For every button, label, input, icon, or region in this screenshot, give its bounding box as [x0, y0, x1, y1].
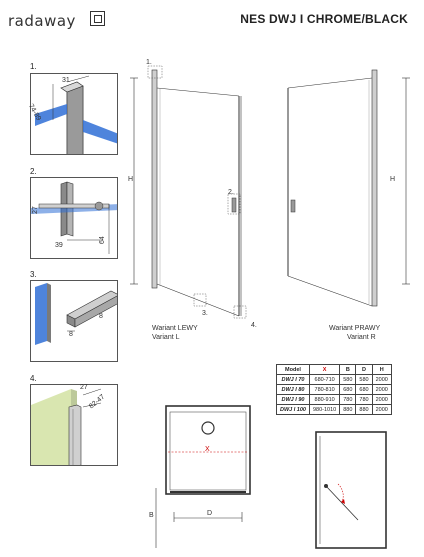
table-cell: 680 — [355, 384, 373, 395]
door-right-caption-pl: Wariant PRAWY — [329, 325, 381, 332]
detail-1-dim-width: 31 — [62, 77, 70, 84]
size-table-header: Model X B D H — [276, 364, 392, 375]
detail-number-3: 3. — [30, 270, 37, 279]
door-left-elevation — [130, 65, 247, 319]
table-cell: 580 — [355, 374, 373, 385]
door-left-callout-4: 4. — [251, 322, 257, 329]
table-cell: 2000 — [371, 374, 392, 385]
detail-4-panel — [30, 384, 118, 466]
size-table-header-h: H — [371, 364, 392, 375]
table-cell: 2000 — [371, 384, 392, 395]
detail-2-dim-depth: 39 — [55, 242, 63, 249]
detail-3-dim-width: 8 — [69, 331, 73, 338]
table-row: DWJ I 90 880-910 780 780 2000 — [276, 394, 392, 405]
plan-view-left — [155, 405, 251, 548]
plan-d-label: D — [207, 510, 213, 517]
detail-number-2: 2. — [30, 167, 37, 176]
plan-view-right — [315, 431, 387, 549]
detail-2-panel — [30, 177, 118, 259]
door-left-callout-1: 1. — [146, 59, 152, 66]
detail-4-dim-depth: 27 — [80, 384, 88, 391]
detail-3-dim-height: 8 — [99, 313, 103, 320]
detail-3-drawing — [35, 283, 117, 345]
detail-number-4: 4. — [30, 374, 37, 383]
door-right-elevation — [287, 69, 410, 307]
table-row: DWJ I 80 780-810 680 680 2000 — [276, 384, 392, 395]
size-table: Model X B D H DWJ I 70 680-710 580 580 2… — [276, 364, 392, 415]
product-title: NES DWJ I CHROME/BLACK — [240, 12, 408, 26]
size-table-header-d: D — [355, 364, 373, 375]
table-cell: DWJ I 90 — [276, 394, 310, 405]
size-table-header-b: B — [339, 364, 357, 375]
table-cell: 680 — [339, 384, 357, 395]
detail-3-panel — [30, 280, 118, 362]
detail-4-drawing — [31, 388, 102, 465]
size-table-header-model: Model — [276, 364, 310, 375]
detail-2-dim-length: 64 — [99, 236, 106, 244]
door-left-caption-pl: Wariant LEWY — [152, 325, 198, 332]
table-cell: DWJ I 70 — [276, 374, 310, 385]
detail-2-dim-height: 27 — [32, 206, 39, 214]
detail-1-panel — [30, 73, 118, 155]
detail-1-drawing — [35, 75, 117, 154]
table-cell: DWJ I 80 — [276, 384, 310, 395]
door-left-callout-2: 2. — [228, 189, 234, 196]
table-row: DWJ I 100 980-1010 880 880 2000 — [276, 404, 392, 415]
brand-logo-mark — [90, 11, 105, 26]
size-table-header-x: X — [308, 364, 341, 375]
table-cell: 680-710 — [308, 374, 341, 385]
plan-x-label: X — [205, 446, 210, 453]
plan-b-label: B — [149, 512, 154, 519]
door-left-height-label: H — [128, 176, 134, 183]
table-row: DWJ I 70 680-710 580 580 2000 — [276, 374, 392, 385]
detail-2-drawing — [31, 181, 117, 254]
table-cell: 780 — [355, 394, 373, 405]
table-cell: 780-810 — [308, 384, 341, 395]
table-cell: 2000 — [371, 394, 392, 405]
door-left-callout-3: 3. — [202, 310, 208, 317]
table-cell: 880-910 — [308, 394, 341, 405]
table-cell: 580 — [339, 374, 357, 385]
door-left-caption-en: Variant L — [152, 334, 180, 341]
table-cell: 2000 — [371, 404, 392, 415]
door-right-caption-en: Variant R — [347, 334, 376, 341]
brand-logo: radaway — [8, 12, 76, 30]
door-right-height-label: H — [390, 176, 396, 183]
table-cell: 780 — [339, 394, 357, 405]
detail-number-1: 1. — [30, 62, 37, 71]
